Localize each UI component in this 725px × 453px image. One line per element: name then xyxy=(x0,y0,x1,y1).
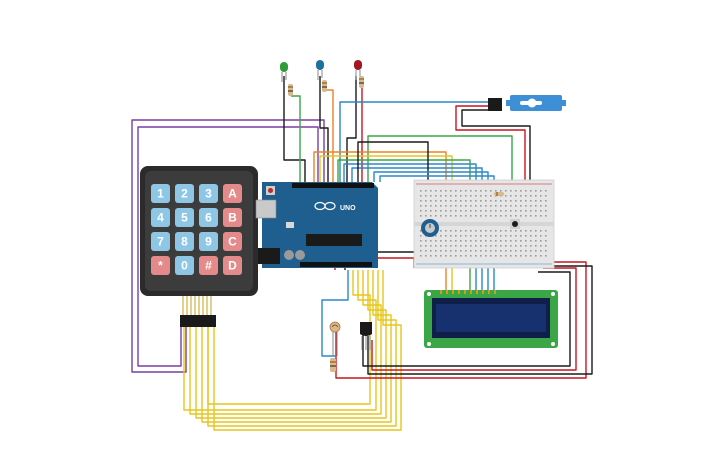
keypad-key[interactable]: * xyxy=(151,256,170,275)
resistor-led2[interactable] xyxy=(322,80,327,92)
keypad-key[interactable]: C xyxy=(223,232,242,251)
wire-purple-1[interactable] xyxy=(131,119,325,373)
lcd-pins xyxy=(440,290,496,294)
keypad-key[interactable]: # xyxy=(199,256,218,275)
lcd-16x2[interactable] xyxy=(424,290,558,348)
keypad-key-label: C xyxy=(228,235,237,249)
keypad-key-label: D xyxy=(228,259,237,273)
wire-red-right-2[interactable] xyxy=(371,267,577,371)
arduino-model-label: UNO xyxy=(340,205,356,212)
keypad-key[interactable]: 9 xyxy=(199,232,218,251)
green-led[interactable] xyxy=(280,62,288,82)
arduino-top-header xyxy=(292,183,374,188)
keypad-key-label: 4 xyxy=(157,211,164,225)
wire-yellow-5[interactable] xyxy=(207,270,397,427)
reset-button-cap xyxy=(268,188,273,193)
blue-led[interactable] xyxy=(316,60,324,80)
temperature-sensor[interactable] xyxy=(360,322,372,350)
arduino-logo xyxy=(314,201,336,211)
keypad-key-label: B xyxy=(228,211,237,225)
wire-purple-2[interactable] xyxy=(137,126,319,367)
keypad-key-label: 2 xyxy=(181,187,188,201)
wire-black-right-1[interactable] xyxy=(367,265,593,375)
wire-black-servo[interactable] xyxy=(461,109,531,182)
breadboard[interactable] xyxy=(413,179,555,269)
breadboard-channel xyxy=(414,222,554,226)
keypad-key-label: 0 xyxy=(181,259,188,273)
keypad-key[interactable]: 2 xyxy=(175,184,194,203)
photoresistor[interactable] xyxy=(329,321,341,356)
keypad-key-label: # xyxy=(205,259,212,273)
keypad-key-label: 9 xyxy=(205,235,212,249)
micro-servo[interactable] xyxy=(488,95,566,111)
arduino-bottom-header xyxy=(300,262,372,267)
breadboard-holes xyxy=(420,190,547,257)
keypad-key-label: * xyxy=(158,259,163,273)
keypad-key[interactable]: 8 xyxy=(175,232,194,251)
capacitor-2 xyxy=(295,250,305,260)
arduino-uno[interactable]: UNO xyxy=(255,182,378,268)
power-jack[interactable] xyxy=(258,248,280,264)
lcd-screen-inner xyxy=(436,304,546,332)
resistor-led3[interactable] xyxy=(359,76,364,88)
capacitor-1 xyxy=(284,250,294,260)
servo-arm[interactable] xyxy=(520,101,542,105)
keypad-key-label: 5 xyxy=(181,211,188,225)
arduino-board xyxy=(262,182,378,268)
keypad-key[interactable]: 3 xyxy=(199,184,218,203)
keypad-key-label: 6 xyxy=(205,211,212,225)
arduino-led-block xyxy=(286,222,294,228)
usb-port[interactable] xyxy=(255,199,277,219)
resistor-led1[interactable] xyxy=(288,84,293,96)
keypad-key-label: 7 xyxy=(157,235,164,249)
resistor-button[interactable] xyxy=(494,192,504,196)
pushbutton-cap[interactable] xyxy=(512,221,518,227)
pushbutton[interactable] xyxy=(510,219,520,229)
leds xyxy=(280,60,364,96)
keypad-key-label: 8 xyxy=(181,235,188,249)
wire-black-led1[interactable] xyxy=(283,76,306,182)
keypad-key[interactable]: 0 xyxy=(175,256,194,275)
potentiometer[interactable] xyxy=(421,219,439,237)
servo-connector xyxy=(488,98,502,111)
keypad-key[interactable]: 1 xyxy=(151,184,170,203)
wire-yellow-2[interactable] xyxy=(189,270,382,415)
keypad-key[interactable]: A xyxy=(223,184,242,203)
wire-black-led2[interactable] xyxy=(319,76,329,182)
wire-black-right-2[interactable] xyxy=(362,271,571,367)
keypad-connector-pins xyxy=(182,296,212,315)
keypad-keys: 1 2 3 A 4 5 6 B 7 8 9 C * 0 # D xyxy=(151,184,242,275)
wire-yellow-4[interactable] xyxy=(201,270,392,423)
keypad-key[interactable]: 7 xyxy=(151,232,170,251)
atmega-chip xyxy=(306,234,362,246)
keypad-key[interactable]: 5 xyxy=(175,208,194,227)
keypad-key[interactable]: 6 xyxy=(199,208,218,227)
keypad-key-label: 1 xyxy=(157,187,164,201)
keypad-connector xyxy=(180,315,216,327)
wire-green-led1[interactable] xyxy=(291,95,301,182)
wire-red-servo[interactable] xyxy=(455,105,526,182)
keypad[interactable]: 1 2 3 A 4 5 6 B 7 8 9 C * 0 # D xyxy=(140,166,258,327)
keypad-key[interactable]: B xyxy=(223,208,242,227)
keypad-key[interactable]: D xyxy=(223,256,242,275)
resistor-photo[interactable] xyxy=(330,358,336,372)
wire-blue-sensor[interactable] xyxy=(321,270,349,357)
keypad-key-label: 3 xyxy=(205,187,212,201)
wire-yellow-3[interactable] xyxy=(195,270,387,419)
keypad-key-label: A xyxy=(228,187,237,201)
wire-black-led3[interactable] xyxy=(346,76,357,182)
keypad-key[interactable]: 4 xyxy=(151,208,170,227)
wire-green-servo[interactable] xyxy=(367,135,513,200)
